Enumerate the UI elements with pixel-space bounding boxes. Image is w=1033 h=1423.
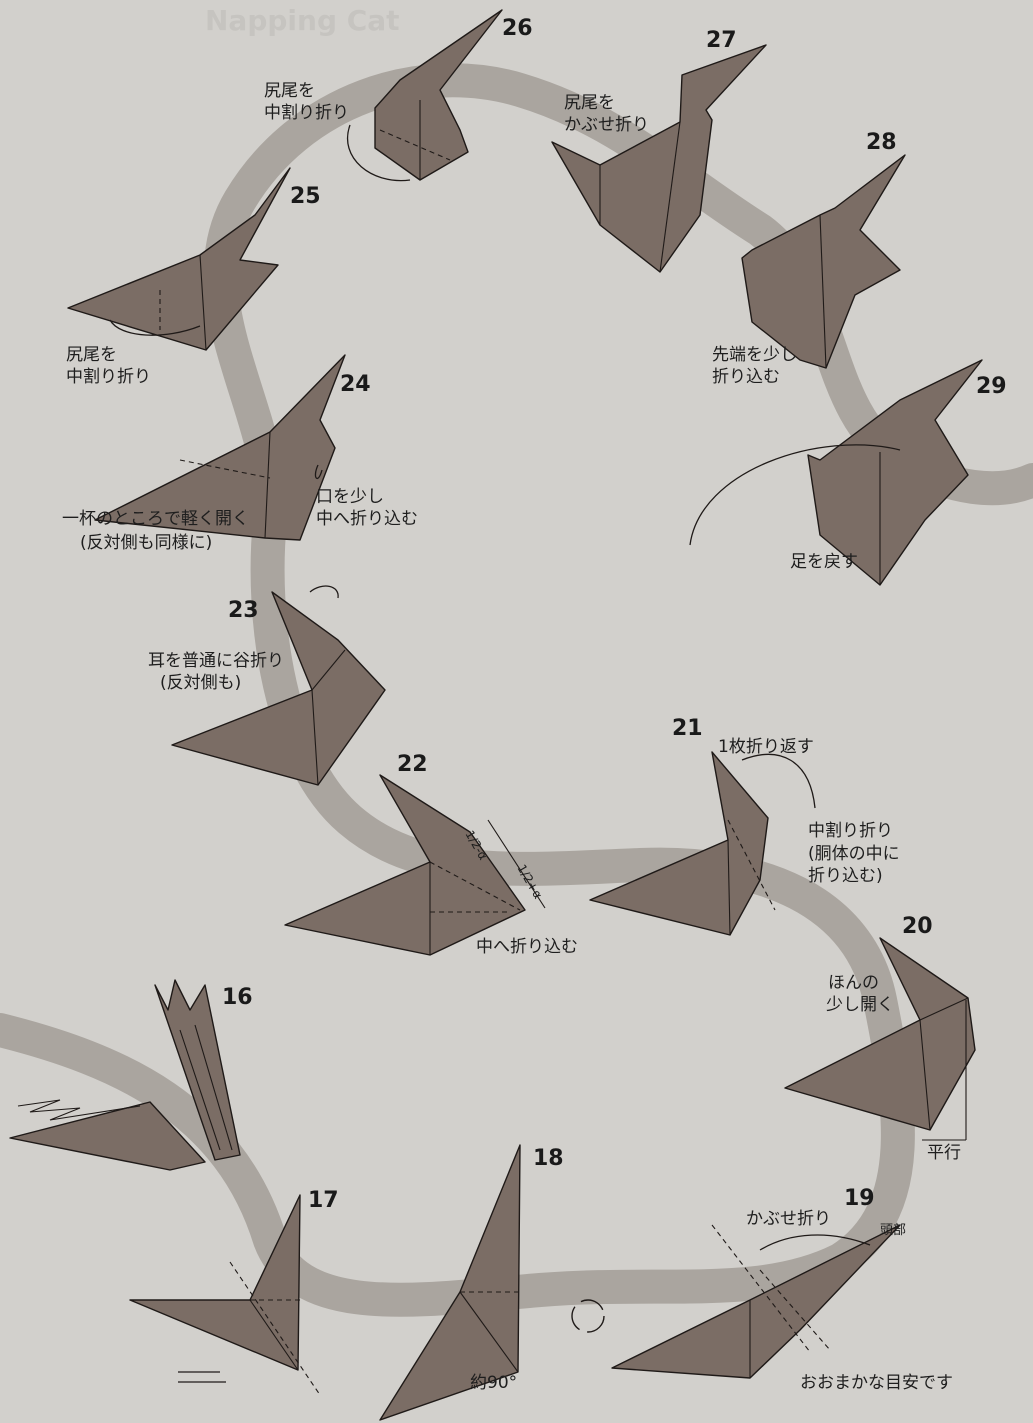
step-26-model bbox=[347, 9, 503, 182]
background-title: Napping Cat bbox=[205, 4, 400, 37]
step-19-label-head: 頭部 bbox=[880, 1223, 907, 1238]
step-24-label-same-side: (反対側も同様に) bbox=[80, 533, 213, 553]
step-28-label-fold-in: 折り込む bbox=[712, 367, 780, 387]
step-27-model bbox=[551, 44, 767, 273]
step-20-label-1: ほんの bbox=[828, 973, 879, 993]
step-24-label-open: 一杯のところで軽く開く bbox=[62, 509, 249, 529]
step-29-label-legs: 足を戻す bbox=[790, 552, 858, 572]
step-17-model bbox=[129, 1194, 321, 1396]
step-number-16: 16 bbox=[222, 985, 253, 1010]
step-number-29: 29 bbox=[976, 374, 1007, 399]
step-19-label-fold: かぶせ折り bbox=[746, 1209, 831, 1229]
step-28-label-tip: 先端を少し bbox=[712, 345, 797, 365]
step-number-28: 28 bbox=[866, 130, 897, 155]
step-21-label-fold-in: 折り込む) bbox=[808, 866, 883, 886]
step-29-model bbox=[689, 359, 983, 586]
step-24-model bbox=[94, 354, 346, 541]
step-19-model bbox=[611, 1224, 901, 1379]
step-19-label-guide: おおまかな目安です bbox=[800, 1373, 953, 1393]
step-28-model bbox=[741, 154, 906, 369]
step-number-21: 21 bbox=[672, 716, 703, 741]
step-number-27: 27 bbox=[706, 28, 737, 53]
step-21-label-flip: 1枚折り返す bbox=[718, 737, 814, 757]
step-21-label-into-body: (胴体の中に bbox=[808, 844, 900, 864]
step-number-19: 19 bbox=[844, 1186, 875, 1211]
step-number-22: 22 bbox=[397, 752, 428, 777]
step-22-label-fold-inside: 中へ折り込む bbox=[476, 937, 578, 957]
step-number-18: 18 bbox=[533, 1146, 564, 1171]
step-24-label-mouth: 口を少し bbox=[316, 487, 384, 507]
step-16-model bbox=[9, 979, 241, 1171]
step-25-model bbox=[67, 167, 291, 351]
step-27-label-fold: かぶせ折り bbox=[564, 115, 649, 135]
step-23-model bbox=[171, 585, 386, 786]
step-27-label-tail: 尻尾を bbox=[564, 93, 615, 113]
step-number-24: 24 bbox=[340, 372, 371, 397]
step-20-label-parallel: 平行 bbox=[927, 1143, 961, 1163]
step-18-model bbox=[379, 1144, 605, 1421]
step-number-20: 20 bbox=[902, 914, 933, 939]
step-23-label-other-side: (反対側も) bbox=[160, 673, 242, 693]
step-number-26: 26 bbox=[502, 16, 533, 41]
step-number-17: 17 bbox=[308, 1188, 339, 1213]
step-21-label-inside-reverse: 中割り折り bbox=[808, 821, 893, 841]
step-number-25: 25 bbox=[290, 184, 321, 209]
step-25-label-fold: 中割り折り bbox=[66, 367, 151, 387]
step-26-label-fold: 中割り折り bbox=[264, 103, 349, 123]
step-25-label-tail: 尻尾を bbox=[66, 345, 117, 365]
step-21-model bbox=[589, 751, 816, 936]
step-26-label-tail: 尻尾を bbox=[264, 81, 315, 101]
step-24-label-fold-in: 中へ折り込む bbox=[316, 509, 418, 529]
angle-label: 約90° bbox=[470, 1373, 518, 1393]
step-22-model bbox=[284, 774, 546, 956]
step-number-23: 23 bbox=[228, 598, 259, 623]
step-20-model bbox=[784, 937, 976, 1141]
step-20-label-2: 少し開く bbox=[826, 995, 894, 1015]
step-23-label-ears: 耳を普通に谷折り bbox=[148, 651, 284, 671]
